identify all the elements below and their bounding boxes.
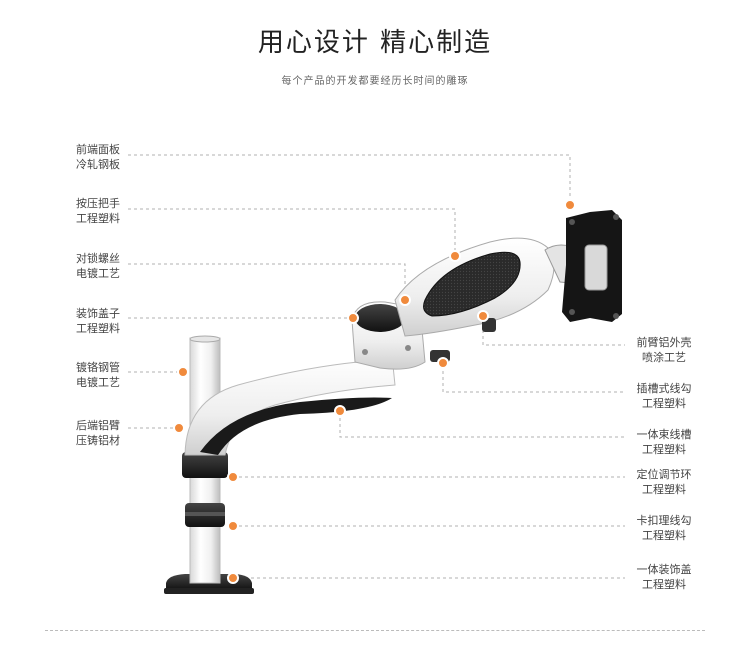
arm-collar (182, 452, 228, 478)
label-lock-screw: 对锁螺丝 电镀工艺 (76, 252, 120, 280)
label-forearm-shell: 前臂铝外壳 喷涂工艺 (636, 336, 692, 364)
pole-top (189, 335, 221, 343)
press-handle (423, 251, 521, 317)
rear-arm-channel (200, 397, 392, 455)
label-rear-arm: 后端铝臂 压铸铝材 (76, 419, 120, 447)
page-subtitle: 每个产品的开发都要经历长时间的雕琢 (281, 76, 469, 87)
cable-clip (482, 318, 496, 332)
label-front-panel: 前端面板 冷轧钢板 (76, 143, 120, 171)
label-decor-cover: 一体装饰盖 工程塑料 (636, 563, 692, 591)
callout-markers (173, 199, 576, 584)
label-positioning-ring: 定位调节环 工程塑料 (636, 468, 692, 496)
label-clip-hook: 卡扣理线勾 工程塑料 (636, 514, 692, 542)
label-decor-cap: 装饰盖子 工程塑料 (76, 307, 120, 335)
label-slot-hook: 插槽式线勾 工程塑料 (636, 382, 692, 410)
page-title: 用心设计 精心制造 (257, 28, 493, 58)
label-chrome-pipe: 镀铬钢管 电镀工艺 (76, 361, 120, 389)
decor-cap (355, 304, 405, 332)
label-press-handle: 按压把手 工程塑料 (76, 197, 120, 225)
bottom-divider (45, 630, 705, 631)
base-plate-bottom (164, 588, 254, 594)
leader-lines-right (233, 318, 625, 579)
label-cable-channel: 一体束线槽 工程塑料 (636, 428, 692, 456)
